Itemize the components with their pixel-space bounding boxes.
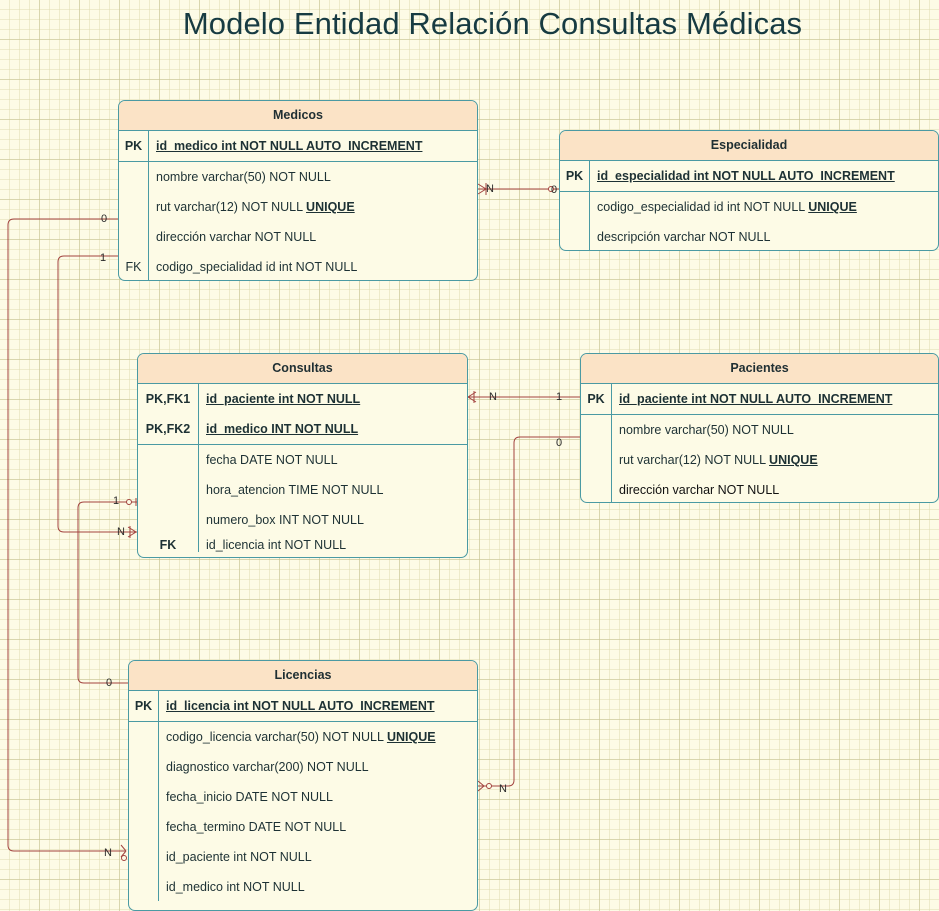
entity-pacientes[interactable]: Pacientes PK id_paciente int NOT NULL AU… xyxy=(580,353,939,503)
key-label: PK xyxy=(134,699,153,713)
card-label: N xyxy=(104,847,112,859)
field-row: descripción varchar NOT NULL xyxy=(597,230,771,244)
card-label: 1 xyxy=(556,391,563,403)
entity-medicos[interactable]: Medicos PK id_medico int NOT NULL AUTO_I… xyxy=(118,100,478,281)
key-label: PK xyxy=(124,139,143,153)
pk-field: id_especialidad int NOT NULL AUTO_INCREM… xyxy=(597,169,895,183)
optional-marker-consultas-licencia xyxy=(126,499,132,505)
pk-field: id_medico INT NOT NULL xyxy=(206,422,359,436)
entity-title: Especialidad xyxy=(560,131,938,161)
optional-marker-especialidad xyxy=(548,186,554,192)
field-row: diagnostico varchar(200) NOT NULL xyxy=(166,760,369,774)
card-label: 1 xyxy=(100,252,107,264)
field-row: numero_box INT NOT NULL xyxy=(206,513,364,527)
entity-title: Consultas xyxy=(138,354,467,384)
entity-title: Licencias xyxy=(129,661,477,691)
key-label: PK xyxy=(565,169,584,183)
field-row: nombre varchar(50) NOT NULL xyxy=(156,170,331,184)
field-row: codigo_especialidad id int NOT NULL UNIQ… xyxy=(597,200,857,214)
field-row: dirección varchar NOT NULL xyxy=(619,483,780,497)
link-medicos-consultas xyxy=(57,255,137,533)
link-consultas-licencias xyxy=(77,501,141,684)
card-label: 0 xyxy=(556,437,563,449)
entity-consultas[interactable]: Consultas PK,FK1 id_paciente int NOT NUL… xyxy=(137,353,468,558)
pk-field: id_medico int NOT NULL AUTO_INCREMENT xyxy=(156,139,423,153)
field-row: id_paciente int NOT NULL xyxy=(166,850,312,864)
key-label: FK xyxy=(125,260,142,274)
optional-marker-licencias-paciente xyxy=(486,783,492,789)
card-label: 1 xyxy=(113,495,120,507)
diagram-title: Modelo Entidad Relación Consultas Médica… xyxy=(182,6,803,41)
field-row: id_medico int NOT NULL xyxy=(166,880,305,894)
key-label: PK,FK1 xyxy=(145,392,191,406)
entity-especialidad[interactable]: Especialidad PK id_especialidad int NOT … xyxy=(559,130,939,251)
pk-field: id_paciente int NOT NULL xyxy=(206,392,361,406)
card-label: N xyxy=(499,783,507,795)
field-row: fecha_inicio DATE NOT NULL xyxy=(166,790,333,804)
field-row: rut varchar(12) NOT NULL UNIQUE xyxy=(156,200,355,214)
field-row: codigo_licencia varchar(50) NOT NULL UNI… xyxy=(166,730,436,744)
field-row: fecha DATE NOT NULL xyxy=(206,453,338,467)
crowfoot-consultas-medico xyxy=(127,526,137,538)
card-label: N xyxy=(486,183,494,195)
column-divider xyxy=(148,131,149,280)
card-label: 0 xyxy=(551,184,558,196)
optional-marker-licencias-medico xyxy=(121,855,127,861)
key-label: PK xyxy=(587,392,605,406)
column-divider xyxy=(158,691,159,901)
field-row: rut varchar(12) NOT NULL UNIQUE xyxy=(619,453,818,467)
crowfoot-licencias-paciente xyxy=(477,780,485,792)
pk-field: id_licencia int NOT NULL AUTO_INCREMENT xyxy=(166,699,435,713)
card-label: N xyxy=(489,391,497,403)
pk-field: id_paciente int NOT NULL AUTO_INCREMENT xyxy=(619,392,893,406)
crowfoot-consultas-paciente xyxy=(467,391,477,403)
card-label: 0 xyxy=(106,677,113,689)
link-pacientes-licencias xyxy=(478,436,581,787)
field-row: codigo_specialidad id int NOT NULL xyxy=(156,260,358,274)
link-medicos-licencias xyxy=(7,218,125,852)
crowfoot-medicos-especialidad xyxy=(477,183,487,195)
field-row: dirección varchar NOT NULL xyxy=(156,230,317,244)
card-label: 0 xyxy=(101,213,108,225)
field-row: fecha_termino DATE NOT NULL xyxy=(166,820,347,834)
field-row: id_licencia int NOT NULL xyxy=(206,538,347,552)
key-label: PK,FK2 xyxy=(145,422,191,436)
field-row: nombre varchar(50) NOT NULL xyxy=(619,423,794,437)
column-divider xyxy=(611,384,612,502)
card-label: N xyxy=(117,526,125,538)
key-label: FK xyxy=(159,538,177,552)
entity-title: Pacientes xyxy=(581,354,938,384)
column-divider xyxy=(589,161,590,250)
entity-title: Medicos xyxy=(119,101,477,131)
column-divider xyxy=(198,384,199,552)
field-row: hora_atencion TIME NOT NULL xyxy=(206,483,384,497)
entity-licencias[interactable]: Licencias PK id_licencia int NOT NULL AU… xyxy=(128,660,478,911)
